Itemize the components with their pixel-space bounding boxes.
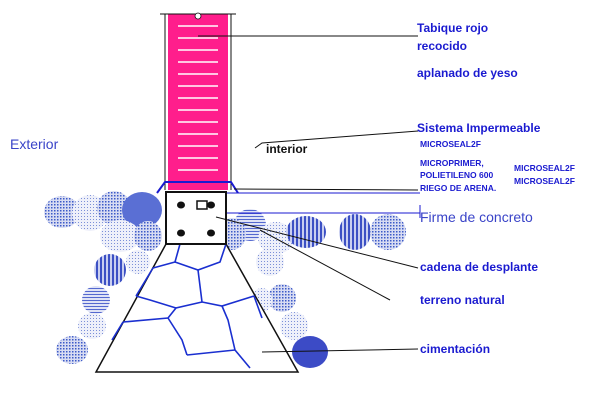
foundation-label: cimentación — [420, 342, 491, 356]
soil-blob — [126, 250, 150, 274]
polyethylene-label: POLIETILENO 600 — [420, 170, 494, 180]
rebar — [177, 201, 185, 209]
chain-beam — [165, 191, 227, 245]
soil-blob — [44, 196, 80, 228]
soil-blob — [256, 248, 284, 276]
brick-wall — [160, 12, 236, 190]
plaster-label: aplanado de yeso — [417, 66, 518, 80]
soil-blob — [97, 191, 131, 225]
microseal-label: MICROSEAL2F — [420, 139, 481, 149]
soil-blob — [134, 221, 162, 251]
interior-label: interior — [266, 142, 308, 156]
rebar — [207, 229, 215, 237]
soil-blob — [56, 336, 88, 364]
leader-foundation — [261, 348, 419, 353]
microprimer-label: MICROPRIMER, — [420, 158, 484, 168]
rebar — [207, 201, 215, 209]
soil-blob — [339, 214, 371, 250]
beam-outline — [165, 191, 227, 245]
exterior-label: Exterior — [10, 136, 59, 152]
microseal-right-label: MICROSEAL2F — [514, 163, 575, 173]
sand-layer-label: RIEGO DE ARENA. — [420, 183, 497, 193]
leader-lines — [198, 35, 419, 353]
soil-blob — [78, 313, 106, 339]
soil-blob — [122, 192, 162, 228]
soil-blob — [370, 214, 406, 250]
soil-blob — [286, 216, 326, 248]
rebar — [177, 229, 185, 237]
soil-blob — [292, 336, 328, 368]
natural-ground-label: terreno natural — [420, 293, 505, 307]
soil-blob — [268, 284, 296, 312]
slab-label: Firme de concreto — [420, 209, 533, 225]
leader-chain-beam — [215, 216, 419, 269]
soil-blob — [280, 312, 308, 340]
mortar-joints — [178, 25, 218, 183]
soil-blob — [82, 286, 110, 314]
waterproof-membrane — [156, 181, 239, 194]
stone-joints — [111, 243, 263, 369]
soil-blobs — [44, 191, 406, 368]
stirrup-mark — [196, 200, 208, 210]
wall-material-label-2: recocido — [417, 39, 468, 53]
wall-material-label: Tabique rojo — [417, 21, 489, 35]
leader-ground — [259, 229, 391, 301]
soil-blob — [100, 220, 140, 252]
chain-beam-label: cadena de desplante — [420, 260, 539, 274]
concrete-slab — [226, 192, 421, 218]
waterproof-system-label: Sistema Impermeable — [417, 121, 541, 135]
leader-slab — [233, 188, 419, 191]
footing — [94, 243, 300, 373]
soil-blob — [94, 254, 126, 286]
wall-fill — [168, 14, 228, 190]
wall-top-marker — [194, 12, 202, 20]
leader-waterproof — [254, 130, 419, 149]
microseal-right-label-2: MICROSEAL2F — [514, 176, 575, 186]
